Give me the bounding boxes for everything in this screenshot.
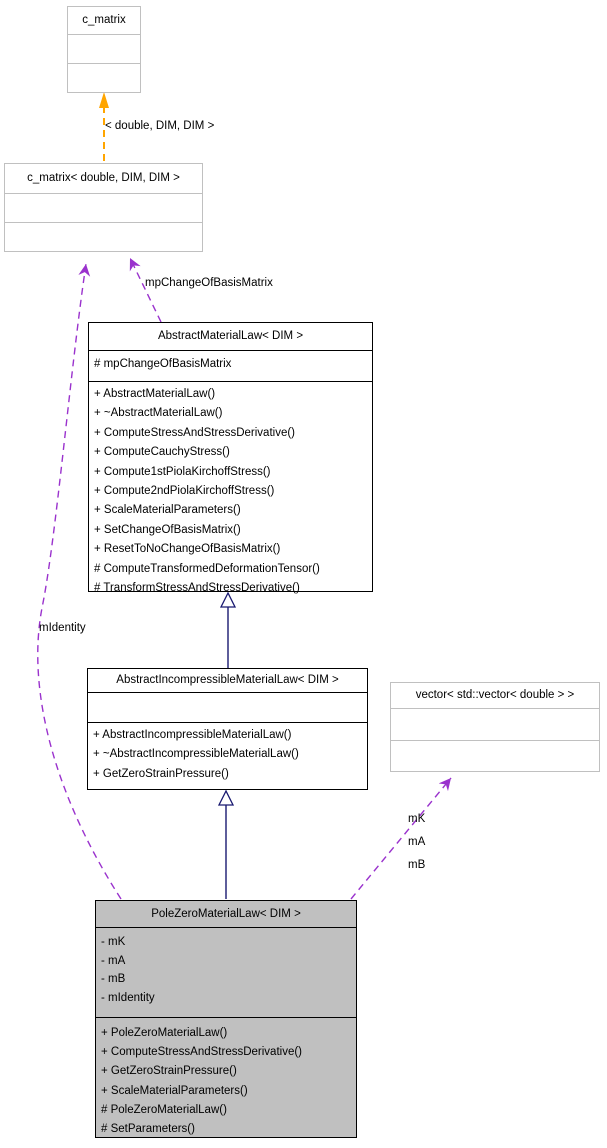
class-box-abstract-incompressible-material-law: AbstractIncompressibleMaterialLaw< DIM >… — [87, 668, 368, 790]
class-box-abstract-material-law: AbstractMaterialLaw< DIM > # mpChangeOfB… — [88, 322, 373, 594]
empty-methods-compartment — [68, 63, 140, 93]
uml-method: + ComputeStressAndStressDerivative() — [101, 1046, 303, 1059]
edge-label-m-k: mK — [408, 813, 426, 825]
uml-method: + Compute1stPiolaKirchoffStress() — [94, 465, 271, 478]
class-title: vector< std::vector< double > > — [415, 689, 575, 701]
methods-compartment: + AbstractIncompressibleMaterialLaw() + … — [88, 722, 367, 792]
uml-method: # SetParameters() — [101, 1123, 195, 1136]
class-box-vector: vector< std::vector< double > > — [390, 682, 600, 772]
inheritance-arrow-polezero — [217, 789, 235, 899]
uml-method: + SetChangeOfBasisMatrix() — [94, 523, 241, 536]
class-title: c_matrix — [82, 14, 126, 26]
uml-attribute: - mIdentity — [101, 991, 155, 1004]
class-title: PoleZeroMaterialLaw< DIM > — [151, 908, 301, 920]
uml-method: + PoleZeroMaterialLaw() — [101, 1027, 228, 1039]
class-box-pole-zero-material-law: PoleZeroMaterialLaw< DIM > - mK - mA - m… — [95, 900, 357, 1138]
edge-label-m-a: mA — [408, 836, 426, 848]
uml-attribute: - mB — [101, 973, 126, 986]
empty-methods-compartment — [391, 740, 599, 772]
class-title: c_matrix< double, DIM, DIM > — [27, 172, 180, 184]
methods-compartment: + AbstractMaterialLaw() + ~AbstractMater… — [89, 381, 372, 598]
uml-method: # TransformStressAndStressDerivative() — [94, 582, 300, 595]
uml-method: + ~AbstractMaterialLaw() — [94, 407, 223, 420]
edge-label-mp-change-of-basis: mpChangeOfBasisMatrix — [145, 277, 273, 289]
methods-compartment: + PoleZeroMaterialLaw() + ComputeStressA… — [96, 1017, 356, 1148]
class-title: AbstractIncompressibleMaterialLaw< DIM > — [116, 674, 339, 686]
attributes-compartment: - mK - mA - mB - mIdentity — [96, 927, 356, 1017]
uml-method: + ScaleMaterialParameters() — [101, 1084, 248, 1097]
uml-method: + AbstractIncompressibleMaterialLaw() — [93, 729, 292, 741]
inheritance-arrow-incompressible — [219, 591, 237, 668]
uml-method: # ComputeTransformedDeformationTensor() — [94, 562, 320, 575]
empty-attributes-compartment — [88, 692, 367, 722]
empty-attributes-compartment — [391, 708, 599, 740]
uml-attribute: # mpChangeOfBasisMatrix — [94, 358, 232, 370]
uml-attribute: - mK — [101, 936, 126, 948]
uml-method: # PoleZeroMaterialLaw() — [101, 1103, 227, 1116]
uml-method: + ComputeCauchyStress() — [94, 446, 230, 459]
uml-method: + ResetToNoChangeOfBasisMatrix() — [94, 543, 281, 556]
uml-method: + ~AbstractIncompressibleMaterialLaw() — [93, 748, 299, 761]
uml-method: + GetZeroStrainPressure() — [93, 767, 229, 780]
class-title: AbstractMaterialLaw< DIM > — [157, 330, 304, 342]
empty-methods-compartment — [5, 222, 202, 252]
edge-label-template-args: < double, DIM, DIM > — [105, 120, 215, 132]
uml-method: + GetZeroStrainPressure() — [101, 1065, 237, 1078]
empty-attributes-compartment — [5, 193, 202, 222]
attributes-compartment: # mpChangeOfBasisMatrix — [89, 350, 372, 381]
edge-label-m-b: mB — [408, 859, 426, 871]
class-box-c-matrix-instance: c_matrix< double, DIM, DIM > — [4, 163, 203, 252]
usage-arrow-mk-ma-mb — [350, 777, 452, 900]
uml-method: + Compute2ndPiolaKirchoffStress() — [94, 485, 275, 498]
uml-method: + ComputeStressAndStressDerivative() — [94, 426, 296, 439]
uml-attribute: - mA — [101, 954, 126, 967]
uml-method: + ScaleMaterialParameters() — [94, 504, 241, 517]
uml-method: + AbstractMaterialLaw() — [94, 388, 216, 400]
empty-attributes-compartment — [68, 34, 140, 63]
usage-arrow-mp-change-of-basis — [129, 257, 162, 323]
class-box-c-matrix: c_matrix — [67, 6, 141, 93]
edge-label-m-identity: mIdentity — [39, 622, 86, 634]
